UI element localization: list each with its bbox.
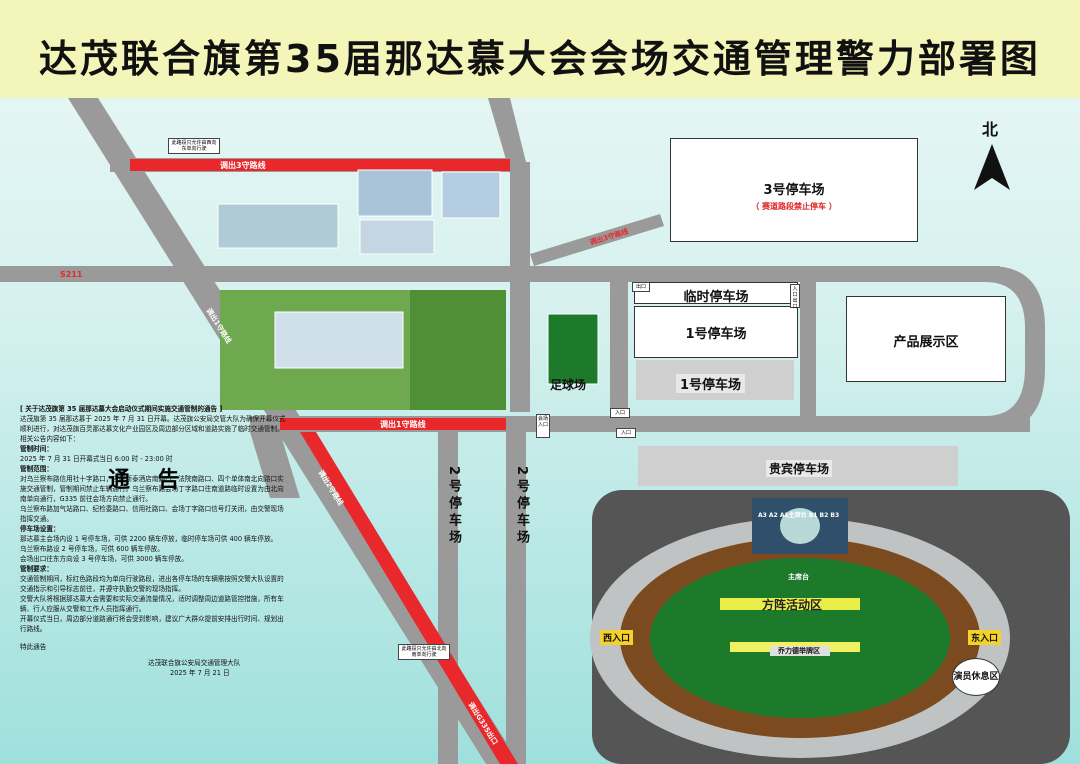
west-entrance: 西入口 [600,630,634,645]
parking-3-box: 3号停车场 （ 赛道路段禁止停车 ） [670,138,918,242]
notice-rules-3: 开幕仪式当日，周边部分道路通行将会受到影响，建议广大群众提前安排出行时间、规划出… [20,615,284,633]
notice-parking-1: 那达慕主会场内设 1 号停车场，可供 2200 辆车停放，临时停车场可供 400… [20,535,278,543]
notice-parking-3: 会场出口往东方向设 3 号停车场，可供 3000 辆车停放。 [20,555,188,563]
notice-intro: 达茂旗第 35 届那达慕于 2025 年 7 月 31 日开幕。达茂旗公安局交管… [20,415,286,443]
stage-label: 主席台 [788,573,809,581]
photo-building-2 [441,171,501,219]
lower-area-label: 乔力德举牌区 [778,647,820,655]
notice-rules-1: 交通管制期间，标红色路段均为单向行驶路段，进出各停车场的车辆需按照交警大队设置的… [20,575,284,593]
s211-label: S211 [60,270,83,279]
notice-range-heading: 管制范围： [20,465,53,473]
notice-range: 对乌兰察布路信用社十字路口，吉穆斯泰酒店南路口、法院南路口、四个单体南北向路口实… [20,475,284,503]
parking-3-note: （ 赛道路段禁止停车 ） [751,202,837,211]
temp-parking-box: 临时停车场 [634,282,798,305]
parking-2a-label: 2号停车场 [446,466,461,548]
seat-labels: A3 A2 A1主席台 B1 B2 B3 [758,512,840,519]
road-p2b-vertical [506,432,526,764]
notice-end: 特此通告 [20,643,47,651]
map-svg [0,98,1070,764]
vip-parking-label: 贵宾停车场 [766,460,833,477]
sign-oneway-west-east: 此路段只允许由西向东单向行驶 [168,138,220,154]
page-title: 达茂联合旗第35届那达慕大会会场交通管理警力部署图 [39,37,1041,81]
trees-block [410,290,506,410]
compass-label: 北 [982,120,999,139]
perf-area-label: 方阵活动区 [762,598,823,612]
notice-time: 2025 年 7 月 31 日开幕式当日 6:00 时 - 23:00 时 [20,455,173,463]
route2-red [300,432,518,764]
road-p1-right [800,282,816,416]
sign-entrance-2: 入口 [616,428,636,438]
road-left-connector [250,432,300,498]
football-label: 足球场 [550,378,587,392]
route3-red [130,159,510,171]
parking-rows [636,360,958,486]
route1-label: 调出1守路线 [380,420,426,429]
product-area-label: 产品展示区 [893,335,959,350]
road-center-vertical [510,162,530,412]
football-field [547,313,599,385]
photo-building-1 [357,169,433,217]
parking-3-label: 3号停车场 [763,183,825,198]
product-area-box: 产品展示区 [846,296,1006,382]
parking-2b-label: 2号停车场 [514,466,529,548]
photo-building-3 [217,203,339,249]
map-area: 3号停车场 （ 赛道路段禁止停车 ） 临时停车场 1号停车场 1号停车场 产品展… [0,98,1080,764]
notice-date: 2025 年 7 月 21 日 [170,669,230,677]
compass-arrow [974,144,1010,190]
notice-rules-heading: 管制要求： [20,565,53,573]
route3-label: 调出3守路线 [220,161,266,170]
photo-building-4 [359,219,435,255]
notice-org: 达茂联合旗公安局交通管理大队 [148,659,241,667]
stadium [590,490,1070,764]
building-photo [274,311,404,369]
rest-area: 演员休息区 [952,658,1000,696]
notice-heading: [ 关于达茂旗第 35 届那达慕大会启动仪式期间实施交通管制的通告 ] [20,405,223,413]
notice-time-heading: 管制时间： [20,445,53,453]
east-entrance: 东入口 [968,630,1002,645]
notice-rules-2: 交警大队将根据那达慕大会需要和实际交通流量情况，适时调整周边道路管控措施，所有车… [20,595,284,613]
title-banner: 达茂联合旗第35届那达慕大会会场交通管理警力部署图 [0,0,1080,98]
sign-oneway-north-south: 此路段只允许由北向南单向行驶 [398,644,450,660]
sign-entrance-1: 入口 [610,408,630,418]
temp-parking-label: 临时停车场 [683,290,749,305]
notice-text: [ 关于达茂旗第 35 届那达慕大会启动仪式期间实施交通管制的通告 ] 达茂旗第… [20,404,290,678]
road-right-ring [610,266,1045,432]
notice-title: 通 告 [108,468,190,493]
one-way-routes [130,159,518,764]
road-p1-left [610,282,628,416]
sign-venue-entrance: 会场入口 [536,414,550,438]
notice-parking-2: 乌兰察布路设 2 号停车场，可供 600 辆车停放。 [20,545,164,553]
road-top-right [488,98,530,180]
road-to-p3 [530,214,664,266]
parking-1-box: 1号停车场 [634,306,798,358]
parking-1-label: 1号停车场 [685,327,747,342]
sign-entry-out: 入口出口 [790,284,800,310]
notice-parking-heading: 停车场设置： [20,525,60,533]
sign-exit-1: 出口 [632,282,650,292]
parking-1-rows-label: 1号停车场 [676,374,746,393]
notice-range-2: 乌兰察布路加气站路口、纪检委路口、信用社路口、会场丁字路口信号灯关闭，由交警现场… [20,505,284,523]
route1-red [280,418,506,430]
